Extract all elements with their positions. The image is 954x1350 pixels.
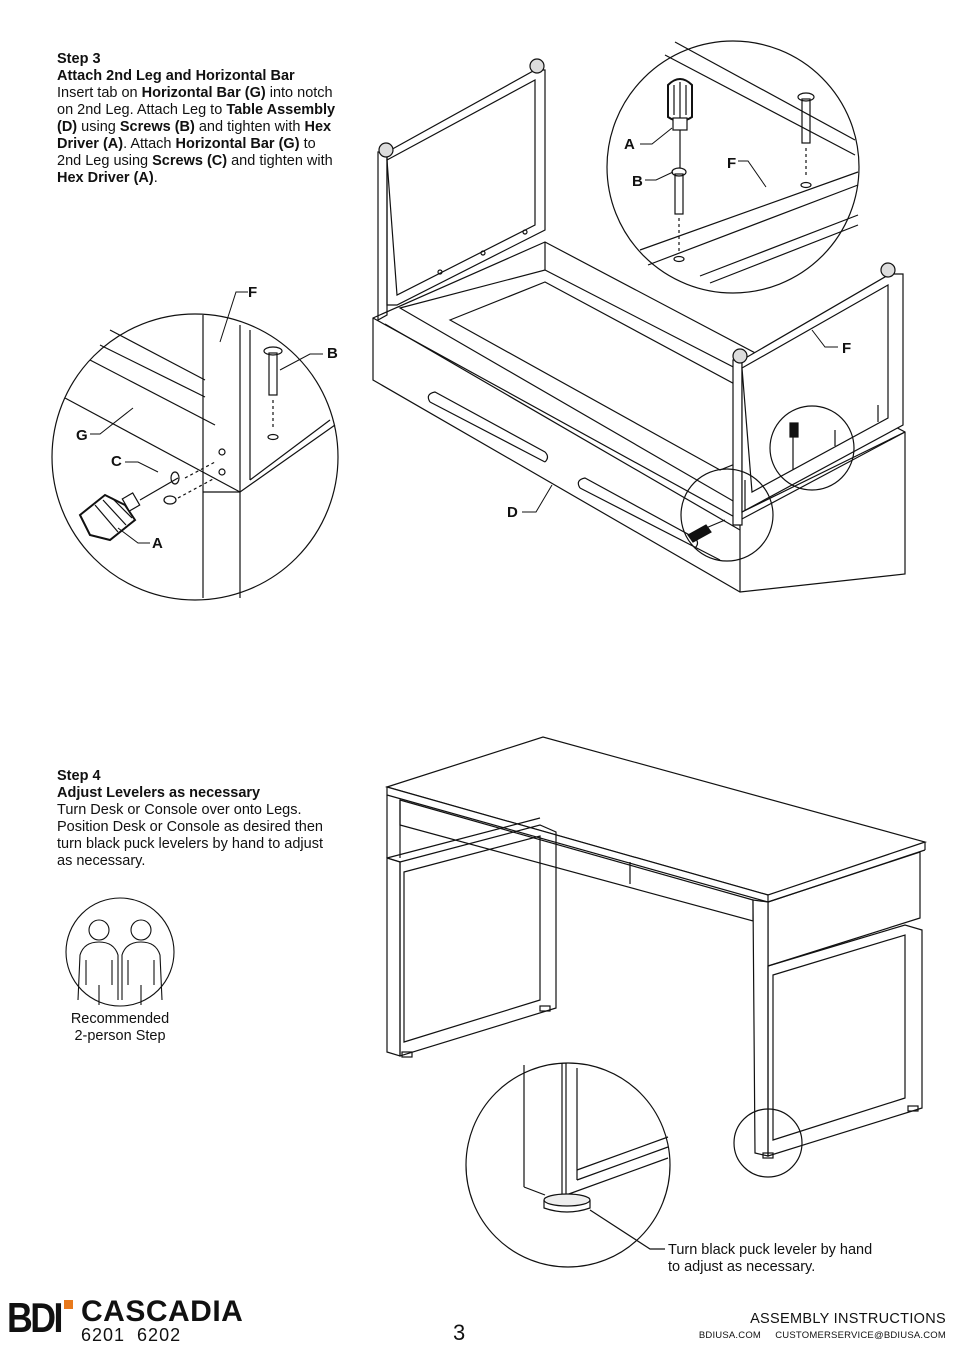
- bar-detail-right: [639, 41, 859, 284]
- step3-body: Insert tab on Horizontal Bar (G) into no…: [57, 85, 342, 187]
- detail-circle-left: [51, 313, 339, 601]
- step3-body-emphasis: Horizontal Bar (G): [175, 136, 300, 152]
- step3-body-text: using: [77, 119, 120, 135]
- step4-instructions: Step 4 Adjust Levelers as necessary Turn…: [57, 768, 342, 870]
- model-numbers: 6201 6202: [81, 1325, 182, 1345]
- bdi-logo-accent: [64, 1300, 73, 1309]
- step4-title: Step 4: [57, 768, 101, 784]
- hex-driver-left-detail: [78, 492, 141, 542]
- recommended-two-person: Recommended 2-person Step: [60, 1011, 180, 1045]
- label-f-left: F: [248, 284, 258, 301]
- step3-body-text: . Attach: [123, 136, 176, 152]
- step3-body-text: to 2nd Leg using: [57, 136, 316, 169]
- table-assembly-drawing: [372, 58, 906, 593]
- label-f-main: F: [842, 340, 852, 357]
- label-d: D: [507, 504, 518, 521]
- leveler-caption-line1: Turn black puck leveler by hand: [668, 1242, 873, 1258]
- step3-subtitle: Attach 2nd Leg and Horizontal Bar: [57, 68, 295, 84]
- label-b-right: B: [632, 173, 643, 190]
- label-g: G: [76, 427, 88, 444]
- label-f-right: F: [727, 155, 737, 172]
- step4-body: Turn Desk or Console over onto Legs. Pos…: [57, 802, 323, 869]
- leveler-detail: [523, 1063, 669, 1213]
- step3-body-emphasis: Screws (B): [119, 119, 195, 135]
- step4-subtitle: Adjust Levelers as necessary: [57, 785, 261, 801]
- label-a-left: A: [152, 535, 163, 552]
- bdi-logo: BDI: [7, 1294, 73, 1342]
- screw-c-left-detail: [139, 461, 216, 505]
- step3-title: Step 3: [57, 51, 101, 67]
- page-number: 3: [453, 1320, 466, 1345]
- step3-body-text: and tighten with: [194, 119, 305, 135]
- screw-b-right-detail: [671, 92, 815, 263]
- label-a-right: A: [624, 136, 635, 153]
- product-brand: CASCADIA: [81, 1295, 244, 1328]
- step3-body-emphasis: Hex Driver (A): [57, 119, 332, 152]
- footer-email-link[interactable]: CUSTOMERSERVICE@BDIUSA.COM: [775, 1330, 946, 1341]
- footer-website-link[interactable]: BDIUSA.COM: [698, 1330, 762, 1341]
- bdi-logo-text: BDI: [7, 1294, 63, 1341]
- step3-body-text: into notch on 2nd Leg. Attach Leg to: [57, 85, 333, 118]
- step3-body-text: Insert tab on: [57, 85, 142, 101]
- hex-driver-right-detail: [667, 78, 693, 168]
- step3-body-text: .: [153, 170, 158, 186]
- label-b-left: B: [327, 345, 338, 362]
- leveler-caption: Turn black puck leveler by hand to adjus…: [668, 1242, 918, 1276]
- screw-b-left-detail: [263, 346, 283, 441]
- footer-contact: BDIUSA.COM CUSTOMERSERVICE@BDIUSA.COM: [699, 1330, 946, 1341]
- leveler-caption-line2: to adjust as necessary.: [668, 1259, 816, 1275]
- label-c: C: [111, 453, 122, 470]
- step3-body-emphasis: Screws (C): [152, 153, 228, 169]
- step3-body-text: and tighten with: [227, 153, 333, 169]
- step3-body-emphasis: Horizontal Bar (G): [141, 85, 266, 101]
- step3-body-emphasis: Hex Driver (A): [57, 170, 154, 186]
- recommended-line2: 2-person Step: [74, 1028, 166, 1044]
- footer-right: ASSEMBLY INSTRUCTIONS BDIUSA.COM CUSTOME…: [699, 1311, 946, 1341]
- step3-body-emphasis: Table Assembly (D): [57, 102, 336, 135]
- doc-type: ASSEMBLY INSTRUCTIONS: [750, 1311, 946, 1327]
- step3-instructions: Step 3 Attach 2nd Leg and Horizontal Bar…: [57, 51, 342, 187]
- recommended-line1: Recommended: [70, 1011, 170, 1027]
- leg-corner-detail: [64, 315, 336, 598]
